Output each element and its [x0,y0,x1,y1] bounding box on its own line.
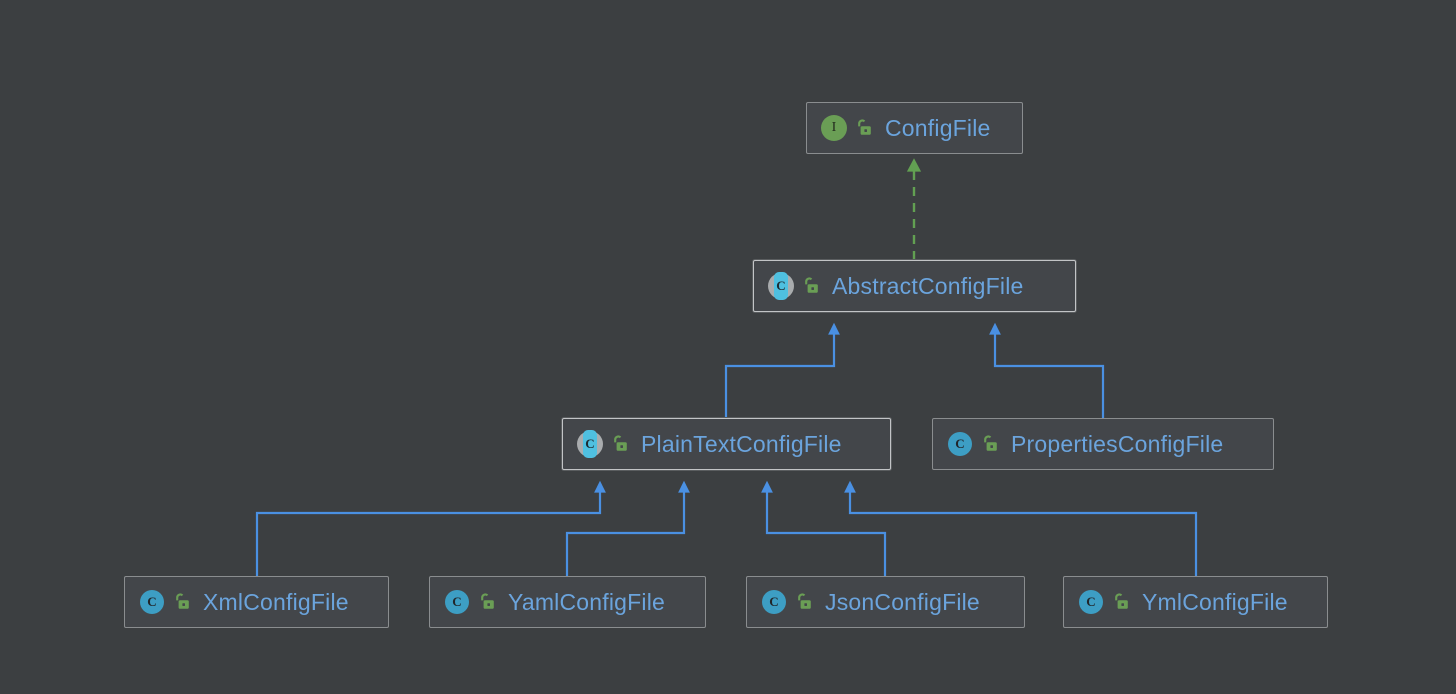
node-label: JsonConfigFile [825,588,980,615]
unlocked-padlock-icon [981,434,999,454]
node-label: PropertiesConfigFile [1011,430,1224,457]
node-properties-config-file[interactable]: C PropertiesConfigFile [932,418,1274,470]
edge-properties-extends-abstract [989,322,1105,418]
abstract-class-kind-icon: C [766,271,796,301]
class-kind-icon: C [759,587,789,617]
unlocked-padlock-icon [611,434,629,454]
class-kind-icon: C [442,587,472,617]
node-label: YamlConfigFile [508,588,666,615]
node-label: YmlConfigFile [1142,588,1288,615]
unlocked-padlock-icon [173,592,191,612]
node-yml-config-file[interactable]: C YmlConfigFile [1063,576,1328,628]
edge-xml-extends-plaintext [255,480,606,576]
node-abstract-config-file[interactable]: C AbstractConfigFile [753,260,1076,312]
unlocked-padlock-icon [478,592,496,612]
node-json-config-file[interactable]: C JsonConfigFile [746,576,1025,628]
class-kind-icon: C [945,429,975,459]
class-kind-icon: C [1076,587,1106,617]
class-kind-icon: C [137,587,167,617]
unlocked-padlock-icon [1112,592,1130,612]
node-yaml-config-file[interactable]: C YamlConfigFile [429,576,706,628]
interface-kind-icon: I [819,113,849,143]
edge-yml-extends-plaintext [844,480,1198,576]
edge-json-extends-plaintext [761,480,887,576]
node-label: AbstractConfigFile [832,272,1024,299]
node-label: ConfigFile [885,114,991,141]
node-label: XmlConfigFile [203,588,349,615]
unlocked-padlock-icon [802,276,820,296]
unlocked-padlock-icon [795,592,813,612]
edge-yaml-extends-plaintext [565,480,690,576]
node-plain-text-config-file[interactable]: C PlainTextConfigFile [562,418,891,470]
node-config-file[interactable]: I ConfigFile [806,102,1023,154]
edge-plaintext-extends-abstract [724,322,840,418]
unlocked-padlock-icon [855,118,873,138]
node-label: PlainTextConfigFile [641,430,842,457]
abstract-class-kind-icon: C [575,429,605,459]
node-xml-config-file[interactable]: C XmlConfigFile [124,576,389,628]
